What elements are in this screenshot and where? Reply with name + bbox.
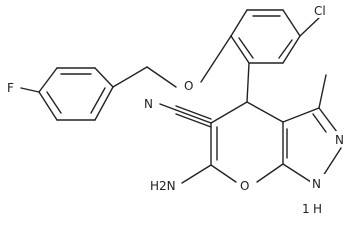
bond-ch2-aryl xyxy=(112,66,148,88)
atom-nh-ring: N H 1 xyxy=(302,174,330,218)
atom-o-ring: O xyxy=(238,177,256,193)
bond-ring-f xyxy=(20,87,40,93)
atom-f: F xyxy=(6,78,18,95)
nh2-label: H2N xyxy=(150,179,176,193)
atom-n-nitrile: N xyxy=(142,95,158,111)
nh-ring-locant-label: 1 xyxy=(302,202,310,216)
nh-ring-h-label: H xyxy=(313,202,322,216)
atom-nh2: H2N xyxy=(148,176,180,194)
nh-ring-n-label: N xyxy=(312,177,321,191)
fluorophenyl-ring xyxy=(38,67,114,121)
pyran-ring xyxy=(210,101,284,183)
o-ring-label: O xyxy=(240,179,249,193)
f-label: F xyxy=(7,81,14,95)
bond-methyl xyxy=(318,74,327,109)
nitrile-group xyxy=(159,103,212,128)
atom-n-ring: N xyxy=(333,131,349,147)
bond-o-ch2 xyxy=(146,66,177,88)
n-ring-label: N xyxy=(335,133,344,147)
bond-ring-o xyxy=(200,35,232,83)
bond-ring-cl xyxy=(299,16,321,37)
n-nitrile-label: N xyxy=(144,97,153,111)
pyrazole-ring xyxy=(282,107,342,183)
chlorophenyl-ring xyxy=(230,9,301,64)
molecule-structure: Cl O F N N O H2N N H 1 xyxy=(6,2,349,218)
atom-cl: Cl xyxy=(313,2,335,18)
cl-label: Cl xyxy=(314,4,326,18)
bond-ring-c4 xyxy=(246,62,250,103)
atom-o-ether: O xyxy=(182,76,198,94)
o-ether-label: O xyxy=(184,79,193,93)
bond-nh2 xyxy=(181,164,212,184)
